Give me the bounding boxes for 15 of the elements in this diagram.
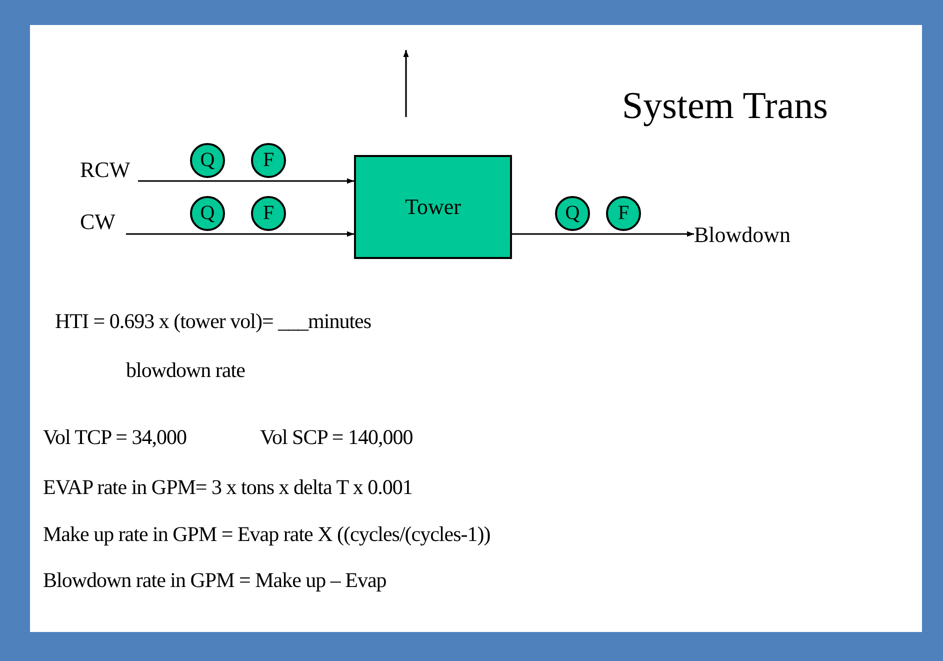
node-label: Blowdown	[694, 222, 816, 248]
arrow	[512, 231, 694, 237]
formula-text: blowdown rate	[126, 358, 245, 383]
node-label: RCW	[80, 158, 138, 182]
arrow	[138, 178, 354, 184]
formula-text: Make up rate in GPM = Evap rate X ((cycles/(cycles-1))	[43, 522, 490, 547]
arrow	[126, 231, 354, 237]
formula-text: Vol TCP = 34,000	[43, 425, 186, 450]
node-label: CW	[80, 210, 126, 234]
formula-text: HTI = 0.693 x (tower vol)= ___minutes	[55, 309, 372, 334]
formula-text: Blowdown rate in GPM = Make up – Evap	[43, 568, 386, 593]
process-box: Tower	[354, 155, 512, 259]
slide-title: System Trans	[622, 84, 828, 128]
formula-text: EVAP rate in GPM= 3 x tons x delta T x 0.001	[43, 475, 412, 500]
formula-text: Vol SCP = 140,000	[260, 425, 413, 450]
